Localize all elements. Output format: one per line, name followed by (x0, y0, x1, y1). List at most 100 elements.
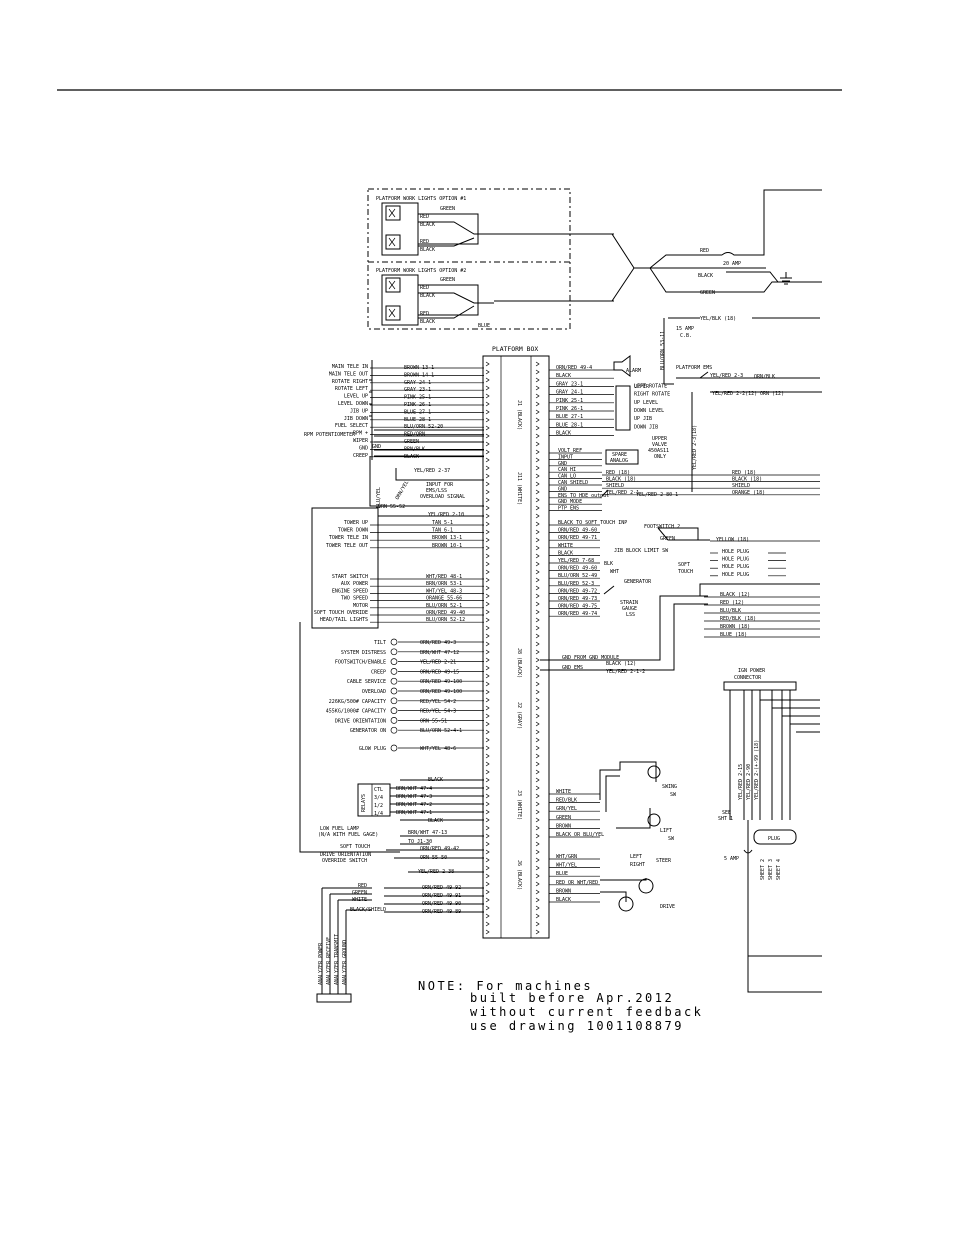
wire-label: ORN/RED 49-72 (558, 588, 597, 594)
j2-label: CABLE SERVICE (347, 679, 386, 685)
wire-label: ORN/RED 49-4 (556, 365, 592, 371)
pin-mark (485, 769, 490, 775)
svg-text:YEL/RED 2-3: YEL/RED 2-3 (710, 373, 743, 379)
platform-box-title: PLATFORM BOX (492, 345, 538, 353)
pin-mark (535, 401, 540, 407)
pin-mark (535, 761, 540, 767)
pin-mark (535, 385, 540, 391)
svg-text:BLACK: BLACK (420, 319, 435, 325)
pin-mark (485, 625, 490, 631)
control-label: ENGINE SPEED (332, 588, 368, 594)
wire-label: WHITE (558, 543, 573, 549)
pin-mark (485, 825, 490, 831)
svg-text:WHITE: WHITE (352, 897, 367, 903)
pin-mark (535, 601, 540, 607)
svg-text:JIB BLOCK LIMIT SW: JIB BLOCK LIMIT SW (614, 548, 669, 554)
svg-text:3/4: 3/4 (374, 795, 383, 801)
svg-text:LIFT: LIFT (660, 828, 672, 834)
lamp-icon (390, 638, 398, 646)
pin-mark (535, 521, 540, 527)
pin-mark (535, 929, 540, 935)
pin-mark (485, 417, 490, 423)
work-lights-option-box (367, 188, 571, 330)
svg-text:SHEET 4: SHEET 4 (776, 859, 782, 880)
pin-mark (535, 921, 540, 927)
svg-text:ONLY: ONLY (654, 454, 666, 460)
svg-text:LOW FUEL LAMP: LOW FUEL LAMP (320, 826, 359, 832)
pin-mark (485, 737, 490, 743)
control-label: GND (359, 445, 368, 451)
svg-text:OVERRIDE SWITCH: OVERRIDE SWITCH (322, 858, 367, 864)
pin-mark (535, 585, 540, 591)
svg-text:RPM POTENTIOMETER: RPM POTENTIOMETER (304, 432, 356, 438)
pin-mark (485, 369, 490, 375)
wire-label: BLU/ORN 52-49 (558, 573, 597, 579)
j2-label: 226KG/500# CAPACITY (329, 699, 386, 705)
pin-mark (485, 745, 490, 751)
pin-mark (535, 633, 540, 639)
wire-label: BLACK (12) (720, 592, 750, 598)
pin-mark (485, 481, 490, 487)
pin-mark (535, 793, 540, 799)
work-lights-opt2: PLATFORM WORK LIGHTS OPTION #2 (376, 268, 466, 274)
control-label: WIPER (353, 438, 369, 444)
wire-label: ORN/RED 49-3 (420, 640, 456, 646)
wire-label: WHT/RED 48-1 (426, 574, 462, 580)
pin-mark (535, 417, 540, 423)
pin-mark (535, 641, 540, 647)
svg-text:BRN/WHT 47-13: BRN/WHT 47-13 (408, 830, 447, 836)
pin-mark (535, 705, 540, 711)
lamp-icon (390, 687, 398, 695)
svg-text:DRIVE: DRIVE (660, 904, 675, 910)
lamp-icon (381, 274, 419, 326)
note-line: built before Apr.2012 (470, 991, 674, 1005)
wire-label: BLACK (556, 373, 571, 379)
wire-label: PINK 26-1 (556, 406, 583, 412)
power-feed: RED 20 AMP BLACK GREEN YEL/BLK (18) 15 A… (649, 189, 822, 492)
svg-text:BLACK: BLACK (698, 273, 713, 279)
svg-text:RED: RED (358, 883, 367, 889)
wire-label: ORN/RED 49-60 (558, 566, 597, 572)
svg-text:ORN (12): ORN (12) (760, 391, 784, 397)
pin-mark (485, 841, 490, 847)
pin-mark (485, 561, 490, 567)
pin-mark (485, 873, 490, 879)
pin-mark (485, 465, 490, 471)
work-lights-section: PLATFORM WORK LIGHTS OPTION #1 PLATFORM … (367, 188, 652, 330)
wire-label: BLUE (18) (720, 632, 747, 638)
wire-label: ORANGE (18) (732, 490, 765, 496)
wire-label: RED (18) (732, 470, 756, 476)
svg-text:STRAIN: STRAIN (620, 600, 638, 606)
pin-mark (535, 449, 540, 455)
svg-text:UPPER: UPPER (652, 436, 668, 442)
svg-text:BLACK: BLACK (428, 818, 443, 824)
pin-mark (535, 505, 540, 511)
pin-mark (485, 593, 490, 599)
svg-text:BLACK: BLACK (420, 247, 435, 253)
svg-text:CONNECTOR: CONNECTOR (734, 675, 762, 681)
wire-label: ORN 55-51 (420, 718, 447, 724)
wire-label: ORN/RED 49-74 (558, 611, 597, 617)
wire-label: ORN/RED 49-71 (558, 535, 597, 541)
wire-label: GRN/YEL (556, 806, 577, 812)
wire-label: ORN/RED 49-75 (558, 604, 597, 610)
wire-label: WHT/YEL 48-6 (420, 746, 456, 752)
lamp-icon (390, 744, 398, 752)
svg-text:YEL/RED 2-80-1: YEL/RED 2-80-1 (636, 492, 678, 498)
pin-mark (535, 817, 540, 823)
lamp-icon (390, 717, 398, 724)
pin-mark (535, 897, 540, 903)
pin-mark (485, 601, 490, 607)
wire-label: BLUE (556, 871, 568, 877)
wire-label: BLU/ORN 52-1 (426, 603, 462, 609)
pin-mark (535, 649, 540, 655)
svg-text:TOUCH: TOUCH (678, 569, 693, 575)
wire-label: WHT/YEL 48-3 (426, 588, 462, 594)
bottom-left-wiring: LOW FUEL LAMP (N/A WITH FUEL GAGE) SOFT … (316, 826, 484, 1003)
platform-box: PLATFORM BOX J1 (BLACK) J11 (WHITE) J8 (… (482, 345, 550, 939)
